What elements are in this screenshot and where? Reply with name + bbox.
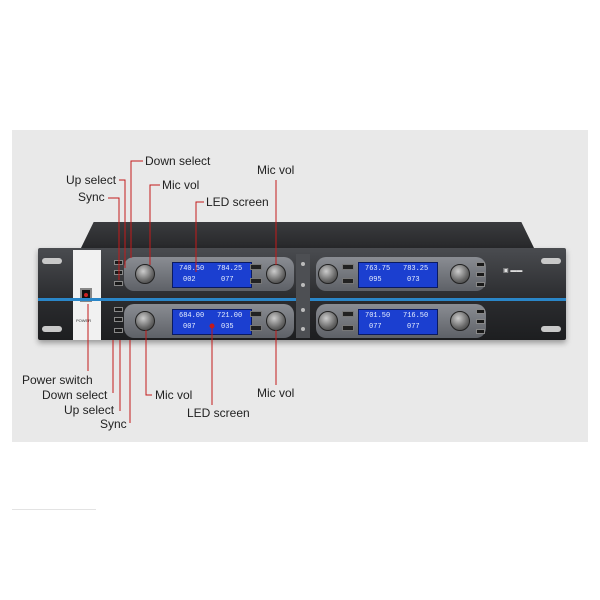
led-screen-4: 701.50 716.50 077 077 bbox=[358, 309, 438, 335]
label-sync-bottom: Sync bbox=[100, 417, 127, 431]
channel-code-a: 095 bbox=[369, 276, 382, 284]
down-button[interactable] bbox=[342, 278, 354, 284]
callout-line-sync-top bbox=[108, 197, 120, 280]
screw-icon bbox=[301, 283, 305, 287]
divider-line bbox=[12, 509, 96, 510]
set-button[interactable] bbox=[250, 264, 262, 270]
label-mic-vol-top-right: Mic vol bbox=[257, 163, 295, 177]
label-up-select-top: Up select bbox=[66, 173, 117, 187]
mic-volume-knob[interactable] bbox=[318, 264, 338, 284]
channel-code-a: 002 bbox=[183, 276, 196, 284]
frequency-a: 740.50 bbox=[179, 265, 205, 273]
callout-line-mic-vol-bottom-left bbox=[145, 330, 152, 396]
frequency-b: 784.25 bbox=[217, 265, 243, 273]
up-select-button[interactable] bbox=[476, 319, 485, 324]
frequency-b: 783.25 bbox=[403, 265, 429, 273]
up-select-button[interactable] bbox=[114, 307, 123, 312]
brand-logo: ▣ ▬▬ bbox=[503, 268, 523, 274]
sync-button[interactable] bbox=[114, 281, 123, 286]
channel-code-a: 077 bbox=[369, 323, 382, 331]
label-power-switch: Power switch bbox=[22, 373, 93, 387]
callout-line-up-select-top bbox=[119, 179, 126, 268]
sync-button[interactable] bbox=[114, 328, 123, 333]
channel-code-b: 073 bbox=[407, 276, 420, 284]
rack-ear-slot-icon bbox=[541, 258, 561, 264]
callout-line-mic-vol-top-left bbox=[149, 184, 160, 265]
frequency-a: 684.00 bbox=[179, 312, 205, 320]
label-sync-top: Sync bbox=[78, 190, 105, 204]
led-screen-2: 763.75 783.25 095 073 bbox=[358, 262, 438, 288]
label-led-screen-bottom: LED screen bbox=[187, 406, 250, 420]
screw-icon bbox=[301, 262, 305, 266]
mic-volume-knob[interactable] bbox=[135, 311, 155, 331]
down-button[interactable] bbox=[250, 278, 262, 284]
set-button[interactable] bbox=[342, 311, 354, 317]
callout-line-down-select-top bbox=[130, 160, 143, 258]
label-down-select-bottom: Down select bbox=[42, 388, 108, 402]
label-down-select-top: Down select bbox=[145, 154, 211, 168]
center-divider bbox=[296, 254, 310, 338]
mic-volume-knob[interactable] bbox=[450, 264, 470, 284]
sync-button[interactable] bbox=[476, 282, 485, 287]
mic-volume-knob[interactable] bbox=[318, 311, 338, 331]
set-button[interactable] bbox=[476, 309, 485, 314]
power-panel-label: POWER bbox=[76, 318, 92, 323]
mic-volume-knob[interactable] bbox=[135, 264, 155, 284]
down-button[interactable] bbox=[342, 325, 354, 331]
frequency-a: 763.75 bbox=[365, 265, 391, 273]
receiver-top-cover bbox=[80, 222, 535, 250]
channel-code-a: 007 bbox=[183, 323, 196, 331]
channel-code-b: 035 bbox=[221, 323, 234, 331]
label-mic-vol-top-left: Mic vol bbox=[162, 178, 200, 192]
down-button[interactable] bbox=[250, 325, 262, 331]
power-indicator-icon bbox=[84, 293, 88, 297]
label-mic-vol-bottom-left: Mic vol bbox=[155, 388, 193, 402]
rack-ear-slot-icon bbox=[541, 326, 561, 332]
rack-ear-slot-icon bbox=[42, 326, 62, 332]
frequency-b: 721.00 bbox=[217, 312, 243, 320]
led-screen-1: 740.50 784.25 002 077 bbox=[172, 262, 252, 288]
label-led-screen-top: LED screen bbox=[206, 195, 269, 209]
label-up-select-bottom: Up select bbox=[64, 403, 115, 417]
callout-dot bbox=[209, 323, 215, 329]
frequency-b: 716.50 bbox=[403, 312, 429, 320]
sync-button[interactable] bbox=[476, 329, 485, 334]
set-button[interactable] bbox=[476, 262, 485, 267]
mic-volume-knob[interactable] bbox=[450, 311, 470, 331]
callout-line-led-screen-top bbox=[195, 201, 204, 272]
screw-icon bbox=[301, 327, 305, 331]
set-button[interactable] bbox=[342, 264, 354, 270]
channel-code-b: 077 bbox=[407, 323, 420, 331]
up-select-button[interactable] bbox=[476, 272, 485, 277]
rack-ear-slot-icon bbox=[42, 258, 62, 264]
frequency-a: 701.50 bbox=[365, 312, 391, 320]
down-select-button[interactable] bbox=[114, 317, 123, 322]
label-mic-vol-bottom-right: Mic vol bbox=[257, 386, 295, 400]
channel-code-b: 077 bbox=[221, 276, 234, 284]
set-button[interactable] bbox=[250, 311, 262, 317]
screw-icon bbox=[301, 308, 305, 312]
